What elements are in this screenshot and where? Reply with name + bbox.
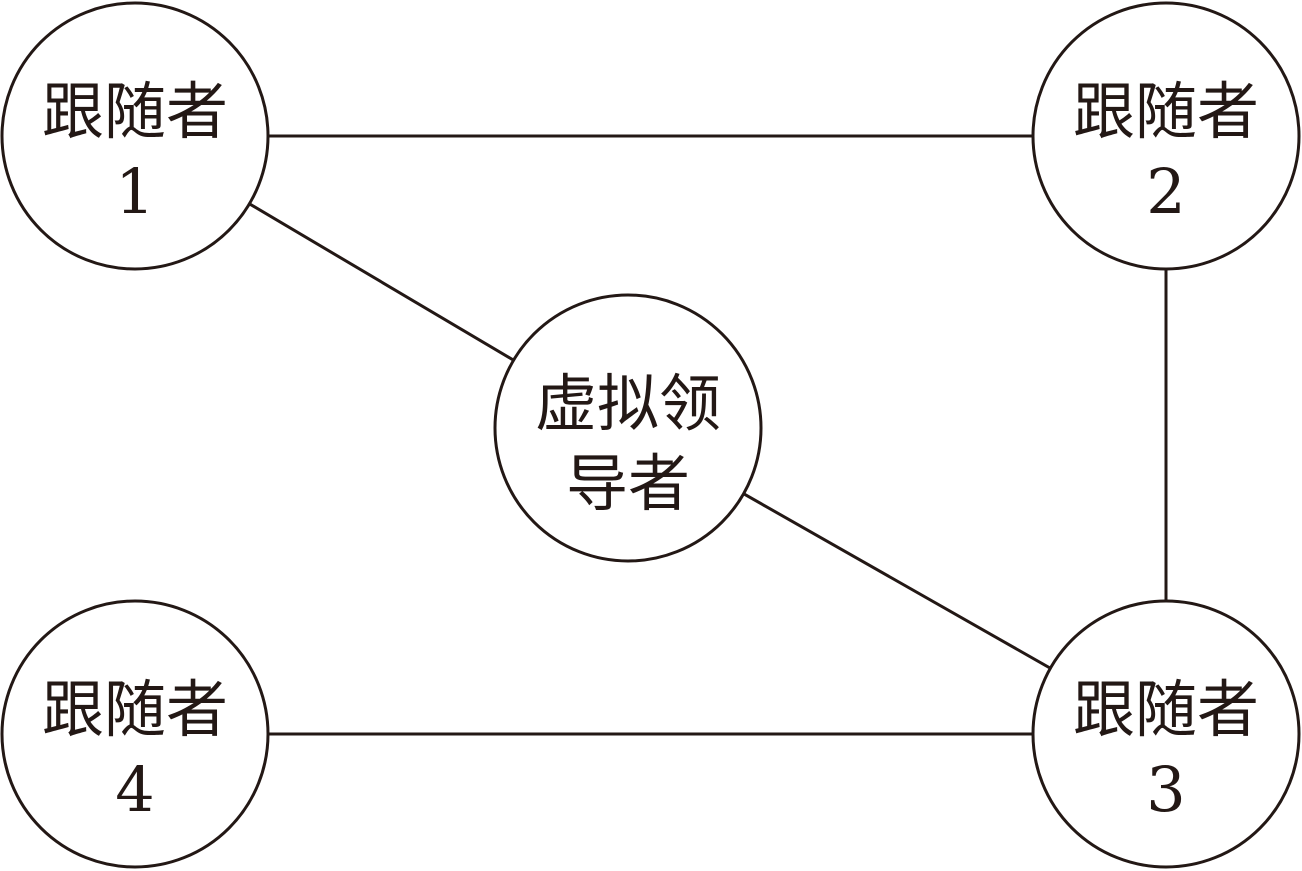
node-label-line2-follower-4: 4 — [115, 753, 154, 826]
node-label-line1-follower-2: 跟随者 — [1073, 75, 1259, 148]
node-label-line2-virtual-leader: 导者 — [566, 447, 690, 520]
node-circle-virtual-leader — [493, 293, 763, 563]
node-label-line1-follower-3: 跟随者 — [1073, 673, 1259, 746]
node-label-line2-follower-2: 2 — [1146, 155, 1185, 228]
node-circle-follower-4 — [0, 599, 270, 869]
node-label-line1-follower-1: 跟随者 — [42, 75, 228, 148]
node-circle-follower-1 — [0, 1, 270, 271]
node-label-line1-follower-4: 跟随者 — [42, 673, 228, 746]
node-circle-follower-3 — [1031, 599, 1301, 869]
node-label-line2-follower-3: 3 — [1146, 753, 1185, 826]
node-circle-follower-2 — [1031, 1, 1301, 271]
node-label-line2-follower-1: 1 — [115, 155, 154, 228]
node-label-line1-virtual-leader: 虚拟领 — [535, 367, 721, 440]
